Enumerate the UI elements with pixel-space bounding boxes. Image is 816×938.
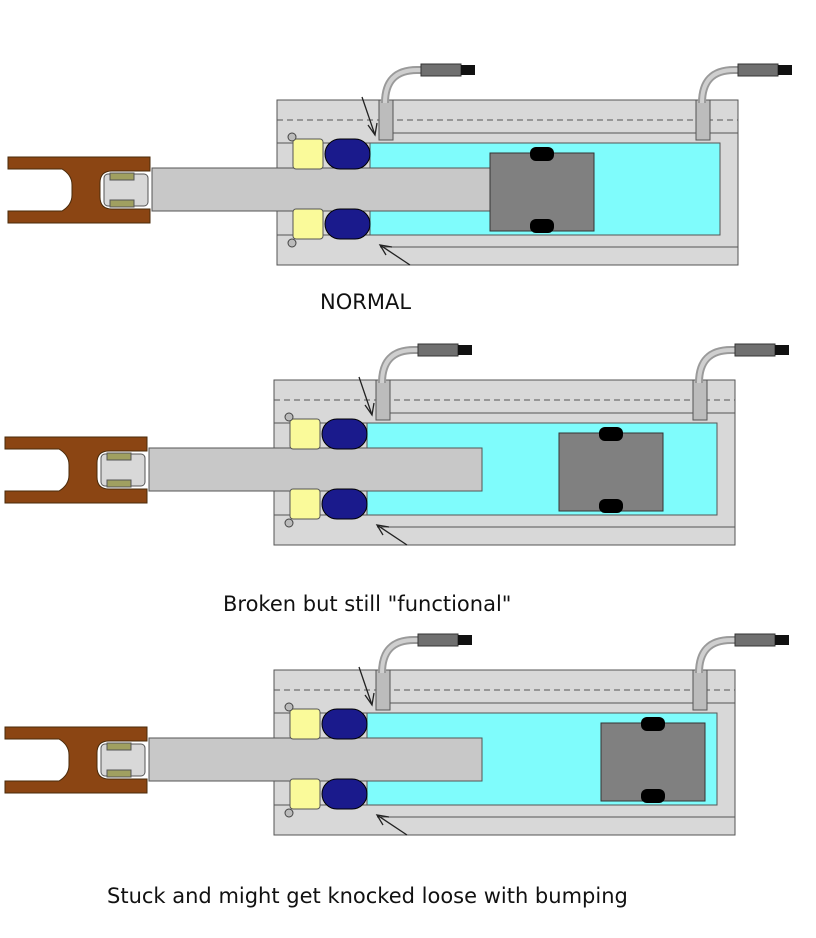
- port-0: [375, 669, 391, 711]
- hose-fitting-1: [734, 343, 776, 357]
- caption-broken: Broken but still "functional": [223, 592, 512, 616]
- piston-rod: [151, 167, 491, 212]
- retainer-1: [287, 238, 297, 248]
- wiper-seal-1: [289, 488, 321, 520]
- wiper-seal-1: [292, 208, 324, 240]
- hose-core-1: [700, 68, 740, 104]
- hose-core-0: [383, 68, 423, 104]
- hose-0: [378, 636, 420, 674]
- wiper-seal-0: [289, 418, 321, 450]
- o-ring-seal-1: [324, 208, 371, 240]
- hose-cap-0: [458, 635, 472, 645]
- wiper-seal-0: [292, 138, 324, 170]
- o-ring-seal-0: [321, 708, 368, 740]
- piston-head: [600, 722, 706, 802]
- o-ring-seal-1: [321, 778, 368, 810]
- caption-stuck: Stuck and might get knocked loose with b…: [107, 884, 628, 908]
- retainer-0: [284, 412, 294, 422]
- arrow-top: [361, 96, 376, 136]
- cylinder-panel-0: [7, 63, 792, 266]
- piston-rod: [148, 447, 483, 492]
- hose-core-0: [380, 638, 420, 674]
- arrow-bottom: [376, 814, 408, 836]
- o-ring-seal-0: [321, 418, 368, 450]
- piston-seal-bottom: [599, 499, 623, 513]
- arrow-bottom: [376, 524, 408, 546]
- retainer-0: [287, 132, 297, 142]
- caption-normal: NORMAL: [320, 290, 412, 314]
- port-1: [692, 379, 708, 421]
- hose-fitting-1: [737, 63, 779, 77]
- clevis-fork: [4, 436, 148, 504]
- clevis-fork: [4, 726, 148, 794]
- clevis-pin-bottom: [106, 769, 132, 778]
- clevis-pin-bottom: [109, 199, 135, 208]
- arrowhead-bottom: [375, 524, 390, 536]
- arrowhead-top: [367, 122, 378, 137]
- wiper-seal-1: [289, 778, 321, 810]
- port-1: [695, 99, 711, 141]
- hose-fitting-0: [417, 633, 459, 647]
- hose-cap-0: [458, 345, 472, 355]
- piston-seal-top: [641, 717, 665, 731]
- retainer-1: [284, 518, 294, 528]
- o-ring-seal-0: [324, 138, 371, 170]
- retainer-1: [284, 808, 294, 818]
- hose-0: [381, 66, 423, 104]
- hose-core-1: [697, 638, 737, 674]
- piston-head: [489, 152, 595, 232]
- arrow-top: [358, 666, 373, 706]
- hose-1: [695, 636, 737, 674]
- piston-seal-top: [530, 147, 554, 161]
- arrow-bottom: [379, 244, 411, 266]
- hose-core-1: [697, 348, 737, 384]
- clevis-fork: [7, 156, 151, 224]
- piston-head: [558, 432, 664, 512]
- hose-0: [378, 346, 420, 384]
- port-1: [692, 669, 708, 711]
- piston-seal-bottom: [641, 789, 665, 803]
- hose-1: [698, 66, 740, 104]
- hose-fitting-0: [420, 63, 462, 77]
- arrowhead-bottom: [375, 814, 390, 826]
- hose-cap-1: [775, 345, 789, 355]
- arrowhead-bottom: [378, 244, 393, 256]
- hose-1: [695, 346, 737, 384]
- hose-cap-1: [778, 65, 792, 75]
- port-0: [378, 99, 394, 141]
- hose-cap-1: [775, 635, 789, 645]
- clevis-pin-top: [106, 742, 132, 751]
- piston-seal-top: [599, 427, 623, 441]
- wiper-seal-0: [289, 708, 321, 740]
- retainer-0: [284, 702, 294, 712]
- cylinder-panel-2: [4, 633, 789, 836]
- clevis-pin-top: [106, 452, 132, 461]
- arrow-top: [358, 376, 373, 416]
- o-ring-seal-1: [321, 488, 368, 520]
- arrowhead-top: [364, 692, 375, 707]
- hose-fitting-0: [417, 343, 459, 357]
- hose-core-0: [380, 348, 420, 384]
- clevis-pin-bottom: [106, 479, 132, 488]
- hose-cap-0: [461, 65, 475, 75]
- port-0: [375, 379, 391, 421]
- cylinder-panel-1: [4, 343, 789, 546]
- piston-rod: [148, 737, 483, 782]
- piston-seal-bottom: [530, 219, 554, 233]
- hose-fitting-1: [734, 633, 776, 647]
- arrowhead-top: [364, 402, 375, 417]
- clevis-pin-top: [109, 172, 135, 181]
